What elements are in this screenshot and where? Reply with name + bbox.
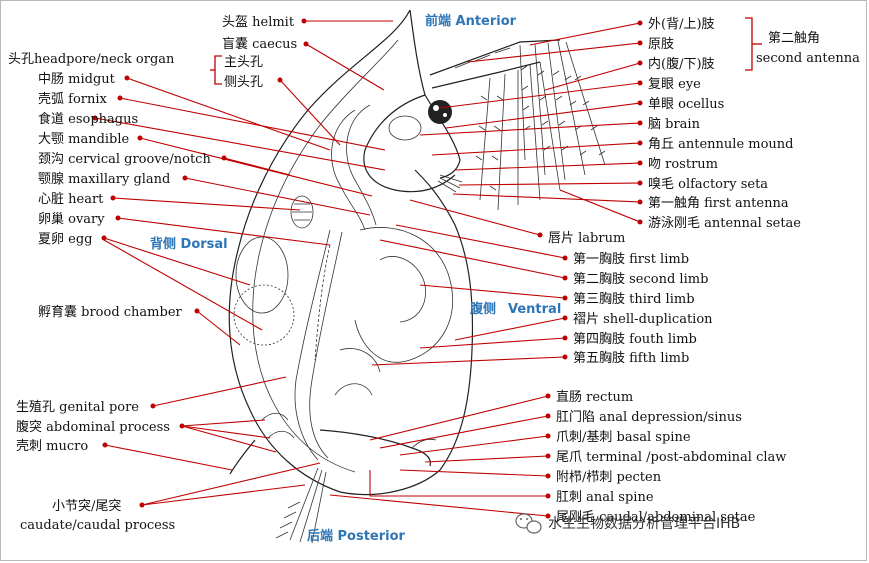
label-rectum: 直肠 rectum: [556, 390, 633, 405]
label-ocellus: 单眼 ocellus: [648, 97, 724, 112]
watermark-text: 水生生物数据分析管理平台IHB: [548, 516, 740, 532]
label-ventral-cn: 腹侧: [470, 301, 496, 317]
label-caudal-setae: 尾刚毛 caudal/abdominal setae: [556, 510, 756, 525]
label-helmet: 头盔 helmit: [222, 14, 295, 30]
label-basal-spine: 爪刺/基刺 basal spine: [556, 430, 691, 445]
label-brain: 脑 brain: [648, 117, 701, 132]
label-anal-spine: 肛刺 anal spine: [556, 490, 654, 505]
label-abdominal-process: 腹突 abdominal process: [16, 419, 170, 435]
label-midgut: 中肠 midgut: [38, 72, 116, 87]
label-egg: 夏卵 egg: [38, 232, 92, 247]
right-labels: 外(背/上)肢 原肢 内(腹/下)肢 第二触角 second antenna 复…: [548, 16, 860, 525]
label-eye: 复眼 eye: [648, 77, 701, 92]
label-lateral-headpore: 侧头孔: [224, 75, 263, 90]
leader-dots: [92, 18, 643, 519]
label-ovary: 卵巢 ovary: [38, 212, 105, 227]
label-esophagus: 食道 esophagus: [38, 111, 138, 127]
label-genital-pore: 生殖孔 genital pore: [16, 399, 139, 415]
label-second-antenna-cn: 第二触角: [768, 31, 820, 46]
left-labels: 头盔 helmit 盲囊 caecus 头孔headpore/neck orga…: [8, 14, 297, 533]
label-endopod: 内(腹/下)肢: [648, 56, 715, 72]
label-rostrum: 吻 rostrum: [648, 157, 718, 172]
label-fourth-limb: 第四胸肢 fouth limb: [573, 331, 697, 347]
label-fifth-limb: 第五胸肢 fifth limb: [573, 350, 689, 366]
watermark: 水生生物数据分析管理平台IHB: [515, 513, 740, 534]
label-protopod: 原肢: [648, 36, 674, 52]
label-main-headpore: 主头孔: [224, 55, 263, 70]
label-heart: 心脏 heart: [38, 192, 104, 207]
leader-lines: [94, 20, 641, 517]
label-posterior: 后端 Posterior: [307, 528, 406, 544]
label-mandible: 大颚 mandible: [38, 132, 130, 147]
label-cervical-groove: 颈沟 cervical groove/notch: [38, 152, 211, 167]
brackets: [210, 17, 762, 85]
label-caudal-process-cn: 小节突/尾突: [52, 498, 121, 514]
label-first-antenna: 第一触角 first antenna: [648, 196, 789, 211]
label-terminal-claw: 尾爪 terminal /post-abdominal claw: [556, 450, 786, 465]
label-caudal-process-en: caudate/caudal process: [20, 518, 175, 533]
label-anterior: 前端 Anterior: [425, 13, 517, 29]
label-olfactory-seta: 嗅毛 olfactory seta: [648, 177, 768, 192]
label-labrum: 唇片 labrum: [548, 231, 625, 246]
label-exopod: 外(背/上)肢: [648, 16, 715, 32]
label-fornix: 壳弧 fornix: [38, 92, 108, 107]
daphnia-body: [228, 9, 606, 544]
label-shell-duplication: 褶片 shell-duplication: [573, 312, 713, 327]
label-antennule-mound: 角丘 antennule mound: [648, 137, 794, 152]
label-maxillary-gland: 颚腺 maxillary gland: [38, 172, 170, 187]
direction-labels: 前端 Anterior 后端 Posterior 背侧 Dorsal 腹侧 Ve…: [150, 13, 561, 544]
label-anal-depression: 肛门陷 anal depression/sinus: [556, 410, 742, 425]
label-dorsal: 背侧 Dorsal: [150, 236, 228, 252]
label-mucro: 壳刺 mucro: [16, 439, 88, 454]
label-headpore: 头孔headpore/neck organ: [8, 52, 175, 67]
label-pecten: 附栉/栉刺 pecten: [556, 470, 662, 485]
label-third-limb: 第三胸肢 third limb: [573, 291, 695, 307]
wechat-icon: [515, 513, 542, 534]
label-first-limb: 第一胸肢 first limb: [573, 251, 689, 267]
label-second-limb: 第二胸肢 second limb: [573, 271, 708, 287]
label-second-antenna-en: second antenna: [756, 51, 860, 66]
label-antennal-setae: 游泳刚毛 antennal setae: [648, 216, 801, 231]
label-caecus: 盲囊 caecus: [222, 36, 297, 52]
label-ventral-en: Ventral: [508, 302, 561, 317]
label-brood-chamber: 孵育囊 brood chamber: [38, 304, 183, 320]
